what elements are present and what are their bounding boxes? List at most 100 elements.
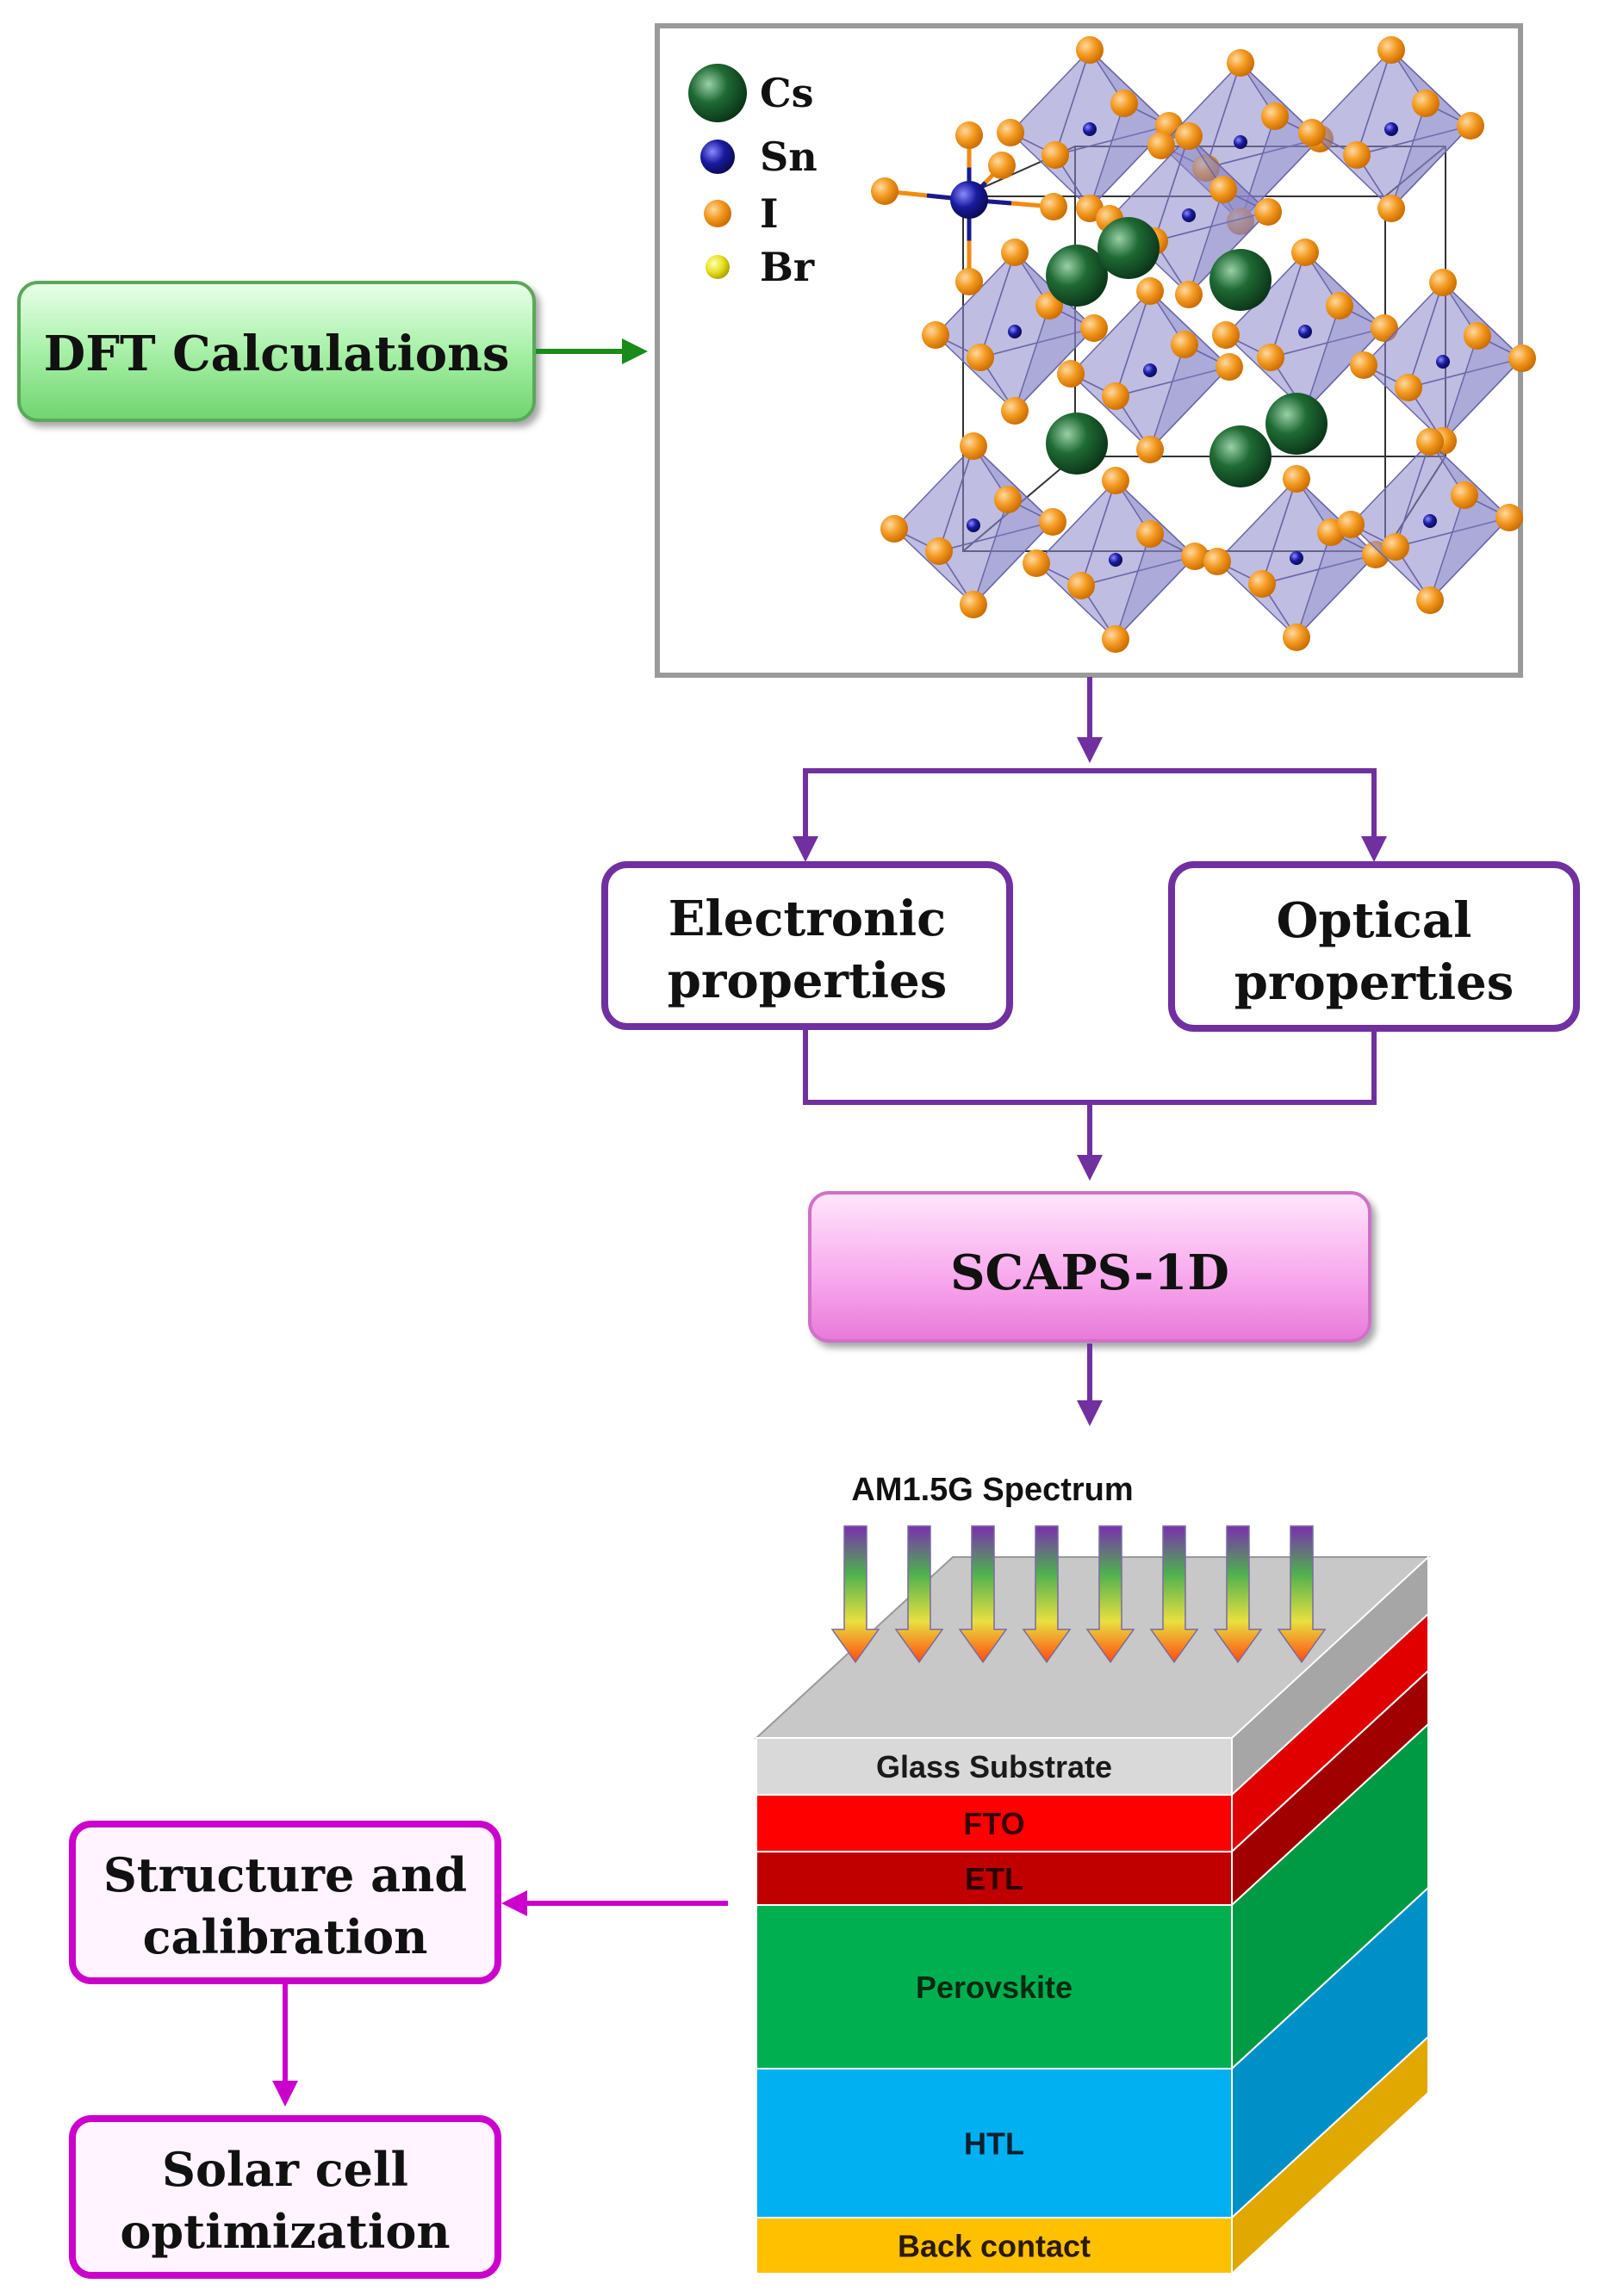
layer-back-contact: Back contact (755, 2034, 1429, 2276)
layer-glass-substrate: Glass Substrate (755, 1554, 1429, 1797)
iodine-atom (1291, 239, 1319, 266)
iodine-atom (1395, 374, 1422, 401)
sn-octahedron (1203, 465, 1390, 651)
split-connector (793, 677, 1387, 862)
sn-atom-icon (700, 140, 735, 174)
dft-calculations-node: DFT Calculations (17, 281, 536, 422)
sn-atom (1109, 553, 1122, 567)
iodine-atom (1261, 102, 1289, 130)
iodine-atom (1326, 292, 1353, 320)
cs-atom (1046, 413, 1108, 475)
iodine-atom (1147, 132, 1175, 159)
optical-properties-node: Optical properties (1168, 861, 1580, 1032)
iodine-atom (1350, 351, 1377, 379)
electronic-label-line1: Electronic (668, 890, 947, 947)
iodine-atom (1227, 49, 1254, 77)
iodine-atom (1451, 481, 1478, 509)
sn-atom (1436, 355, 1450, 369)
iodine-atom (1212, 321, 1240, 349)
iodine-atom (1001, 239, 1029, 266)
iodine-atom (1102, 625, 1129, 653)
solar-cell-optimization-node: Solar cell optimization (69, 2115, 501, 2279)
layer-label: HTL (964, 2126, 1024, 2162)
iodine-atom (1209, 176, 1237, 203)
iodine-atom (925, 537, 953, 565)
light-arrow (1149, 1525, 1199, 1664)
sn-atom (1290, 551, 1303, 565)
iodine-atom (1371, 314, 1398, 342)
sn-octahedron (1057, 277, 1243, 463)
crystal-lattice (871, 36, 1536, 653)
sn-atom (1182, 208, 1196, 222)
iodine-atom (1171, 331, 1198, 358)
light-arrow (1277, 1525, 1327, 1664)
iodine-atom (997, 119, 1024, 146)
structure-label-line1: Structure and (103, 1847, 467, 1902)
sn-atom (1384, 122, 1398, 136)
light-arrow (830, 1525, 880, 1664)
sn-atom (1008, 325, 1022, 338)
cs-atom (1046, 245, 1108, 307)
cs-atom (1209, 425, 1272, 487)
iodine-atom (1254, 198, 1282, 226)
optimization-label-line1: Solar cell (162, 2142, 408, 2197)
iodine-atom (960, 591, 987, 618)
iodine-atom (1136, 277, 1164, 305)
sn-atom (1298, 325, 1312, 338)
layer-etl: ETL (755, 1668, 1429, 1908)
iodine-atom (1283, 624, 1310, 651)
iodine-atom (1110, 90, 1138, 117)
iodine-atom (1067, 572, 1095, 599)
sn-octahedron (880, 432, 1066, 618)
spectrum-label: AM1.5G Spectrum (851, 1472, 1133, 1508)
optimization-label-line2: optimization (120, 2204, 450, 2259)
iodine-atom (1416, 428, 1444, 456)
legend-label: Sn (760, 133, 818, 180)
br-atom-icon (706, 255, 730, 279)
iodine-atom (1102, 467, 1129, 494)
light-arrow (894, 1525, 944, 1664)
optical-label-line1: Optical (1277, 892, 1472, 949)
dft-calculations-label: DFT Calculations (44, 326, 510, 382)
iodine-atom (1377, 36, 1405, 64)
scaps-1d-label: SCAPS-1D (950, 1244, 1229, 1301)
iodine-atom (967, 344, 994, 371)
iodine-atom (880, 515, 908, 543)
structure-label-line2: calibration (143, 1909, 428, 1964)
sn-octahedron (997, 36, 1183, 222)
iodine-atom (1343, 141, 1371, 169)
layer-fto: FTO (755, 1611, 1429, 1854)
structure-calibration-node: Structure and calibration (69, 1821, 501, 1984)
optical-label-line2: properties (1234, 954, 1514, 1011)
iodine-atom (1041, 141, 1069, 169)
sn-atom (1083, 122, 1097, 136)
light-arrow (1213, 1525, 1263, 1664)
legend-label: I (760, 190, 779, 237)
iodine-atom (1464, 322, 1491, 350)
layer-htl: HTL (755, 1885, 1429, 2220)
light-arrows (830, 1525, 1327, 1664)
iodine-atom (1508, 344, 1536, 372)
iodine-atom (1203, 548, 1231, 575)
sn-octahedron (1096, 122, 1282, 308)
cs-atom (1209, 249, 1272, 311)
layer-label: Back contact (898, 2229, 1091, 2264)
iodine-atom (1337, 511, 1365, 538)
iodine-atom (1057, 360, 1085, 388)
cs-atom-icon (688, 64, 747, 122)
sn-atom (1423, 514, 1437, 528)
sn-atom (1143, 363, 1157, 377)
layer-label: Perovskite (916, 1970, 1073, 2005)
sn-octahedron (1298, 36, 1484, 222)
iodine-atom (1416, 586, 1444, 614)
iodine-atom (1136, 520, 1164, 548)
sn-octahedron (1337, 428, 1523, 614)
iodine-atom (1412, 90, 1439, 117)
sn-atom (950, 181, 988, 219)
scaps-1d-node: SCAPS-1D (808, 1191, 1371, 1343)
iodine-atom (1216, 353, 1243, 381)
iodine-atom (1283, 465, 1310, 493)
iodine-atom (1039, 508, 1066, 536)
